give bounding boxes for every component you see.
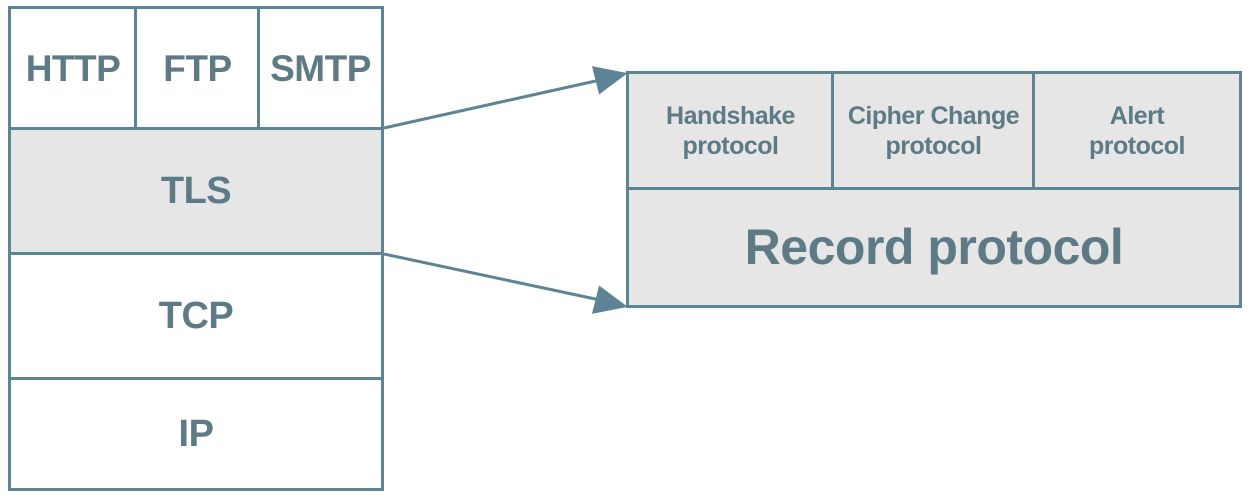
ftp-cell: FTP: [136, 8, 259, 129]
http-cell: HTTP: [10, 8, 136, 129]
record-protocol-cell: Record protocol: [628, 188, 1240, 306]
lower-arrow-head: [591, 285, 628, 314]
cipher-change-protocol-cell: Cipher Change protocol: [833, 73, 1034, 188]
tls-layer: TLS: [10, 129, 382, 254]
stack-border-bottom: [8, 488, 384, 491]
detail-divider-1: [831, 71, 834, 189]
app-divider-1: [134, 6, 137, 129]
stack-border-left: [8, 6, 11, 491]
detail-border-bottom: [626, 305, 1242, 308]
tcp-layer: TCP: [10, 254, 382, 379]
upper-arrow-line: [383, 78, 601, 130]
lower-arrow-line: [383, 252, 601, 302]
smtp-cell: SMTP: [259, 8, 382, 129]
ip-layer: IP: [10, 379, 382, 490]
handshake-protocol-cell: Handshake protocol: [628, 73, 833, 188]
stack-divider-3: [8, 377, 384, 380]
app-divider-2: [257, 6, 260, 129]
detail-divider-2: [1032, 71, 1035, 189]
detail-divider-h: [626, 187, 1242, 190]
upper-arrow-head: [591, 66, 628, 95]
stack-divider-2: [8, 252, 384, 255]
detail-border-top: [626, 71, 1242, 74]
alert-protocol-cell: Alert protocol: [1034, 73, 1240, 188]
stack-border-right: [381, 6, 384, 491]
stack-border-top: [8, 6, 384, 9]
stack-divider-1: [8, 127, 384, 130]
